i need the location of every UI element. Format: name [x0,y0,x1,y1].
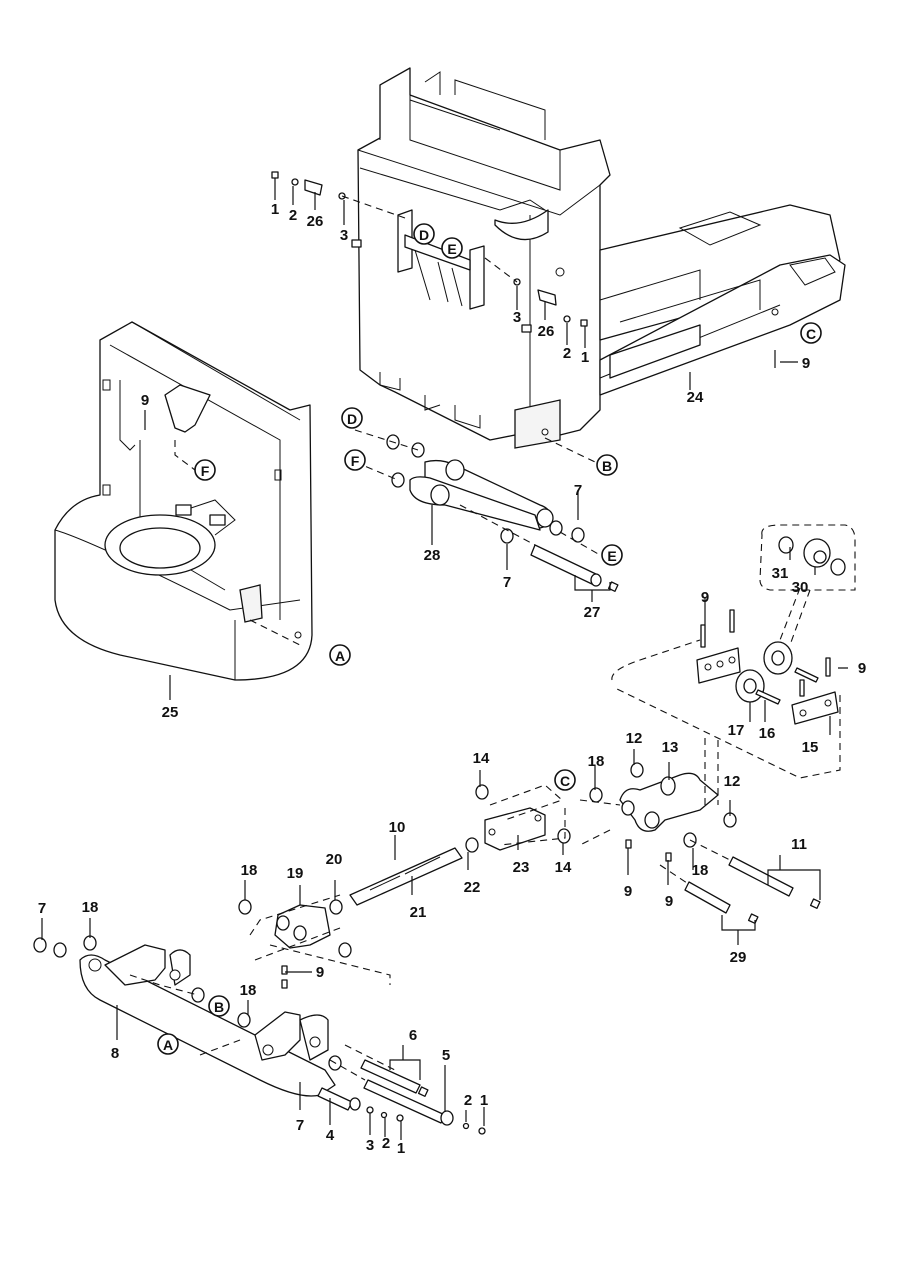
ref-marker-a: A [329,644,351,666]
callout-5: 5 [442,1047,450,1064]
callout-30: 30 [792,579,809,596]
callout-9: 9 [141,392,149,409]
callout-7: 7 [574,482,582,499]
callout-26: 26 [307,213,324,230]
callout-26: 26 [538,323,555,340]
callout-22: 22 [464,879,481,896]
callout-9: 9 [665,893,673,910]
callout-17: 17 [728,722,745,739]
callout-12: 12 [724,773,741,790]
callout-21: 21 [410,904,427,921]
callout-9: 9 [316,964,324,981]
ref-marker-f: F [194,459,216,481]
svg-text:D: D [347,411,357,427]
roller-assembly [696,536,846,725]
callout-6: 6 [409,1027,417,1044]
callout-2: 2 [563,345,571,362]
fasteners-top [271,171,588,333]
leader-lines [41,178,848,1140]
callout-20: 20 [326,851,343,868]
callout-19: 19 [287,865,304,882]
callout-7: 7 [38,900,46,917]
callout-14: 14 [473,750,490,767]
ref-marker-f: F [344,449,366,471]
ref-marker-d: D [413,223,435,245]
svg-text:B: B [214,999,224,1015]
callout-1: 1 [581,349,589,366]
svg-text:E: E [447,241,456,257]
callout-2: 2 [464,1092,472,1109]
callout-7: 7 [503,574,511,591]
ref-marker-c: C [800,322,822,344]
svg-text:A: A [335,648,345,664]
rocker-link [619,772,719,862]
ref-marker-b: B [596,454,618,476]
svg-text:A: A [163,1037,173,1053]
fork-frame [357,67,846,449]
callout-1: 1 [271,201,279,218]
push-rod-assembly [274,807,546,949]
svg-text:C: C [806,326,816,342]
callout-3: 3 [340,227,348,244]
shafts-11-29 [684,856,821,924]
callout-18: 18 [82,899,99,916]
callout-18: 18 [241,862,258,879]
callout-9: 9 [624,883,632,900]
callout-27: 27 [584,604,601,621]
callout-28: 28 [424,547,441,564]
callout-1: 1 [397,1140,405,1157]
callout-11: 11 [791,836,807,853]
svg-text:C: C [560,773,570,789]
ref-marker-c: C [554,769,576,791]
chassis-housing [54,321,313,681]
ref-marker-a: A [157,1033,179,1055]
callout-3: 3 [366,1137,374,1154]
callout-13: 13 [662,739,679,756]
callout-18: 18 [692,862,709,879]
callout-2: 2 [289,207,297,224]
ref-marker-e: E [601,544,623,566]
ref-marker-b: B [208,995,230,1017]
lift-yoke [79,944,486,1135]
callout-18: 18 [240,982,257,999]
callouts: 1 2 26 3 3 26 2 1 9 24 9 7 28 7 27 25 31… [38,201,866,1157]
svg-text:B: B [602,458,612,474]
callout-29: 29 [730,949,747,966]
svg-text:D: D [419,227,429,243]
callout-9: 9 [701,589,709,606]
svg-text:F: F [351,453,360,469]
ref-marker-e: E [441,237,463,259]
callout-12: 12 [626,730,643,747]
callout-18: 18 [588,753,605,770]
callout-3: 3 [513,309,521,326]
callout-31: 31 [772,565,789,582]
callout-23: 23 [513,859,530,876]
callout-10: 10 [389,819,406,836]
dashed-connectors [129,195,856,1081]
shaft-27 [530,544,619,592]
callout-2: 2 [382,1135,390,1152]
callout-8: 8 [111,1045,119,1062]
ref-marker-d: D [341,407,363,429]
callout-9: 9 [802,355,810,372]
callout-9: 9 [858,660,866,677]
lever-arm [409,459,554,531]
callout-16: 16 [759,725,776,742]
reference-markers: D E C F D B F E A C B A [157,223,822,1055]
callout-1: 1 [480,1092,488,1109]
callout-15: 15 [802,739,819,756]
bushings [33,434,737,1084]
callout-4: 4 [326,1127,335,1144]
svg-text:E: E [607,548,616,564]
callout-25: 25 [162,704,179,721]
callout-7: 7 [296,1117,304,1134]
svg-text:F: F [201,463,210,479]
callout-24: 24 [687,389,704,406]
callout-14: 14 [555,859,572,876]
